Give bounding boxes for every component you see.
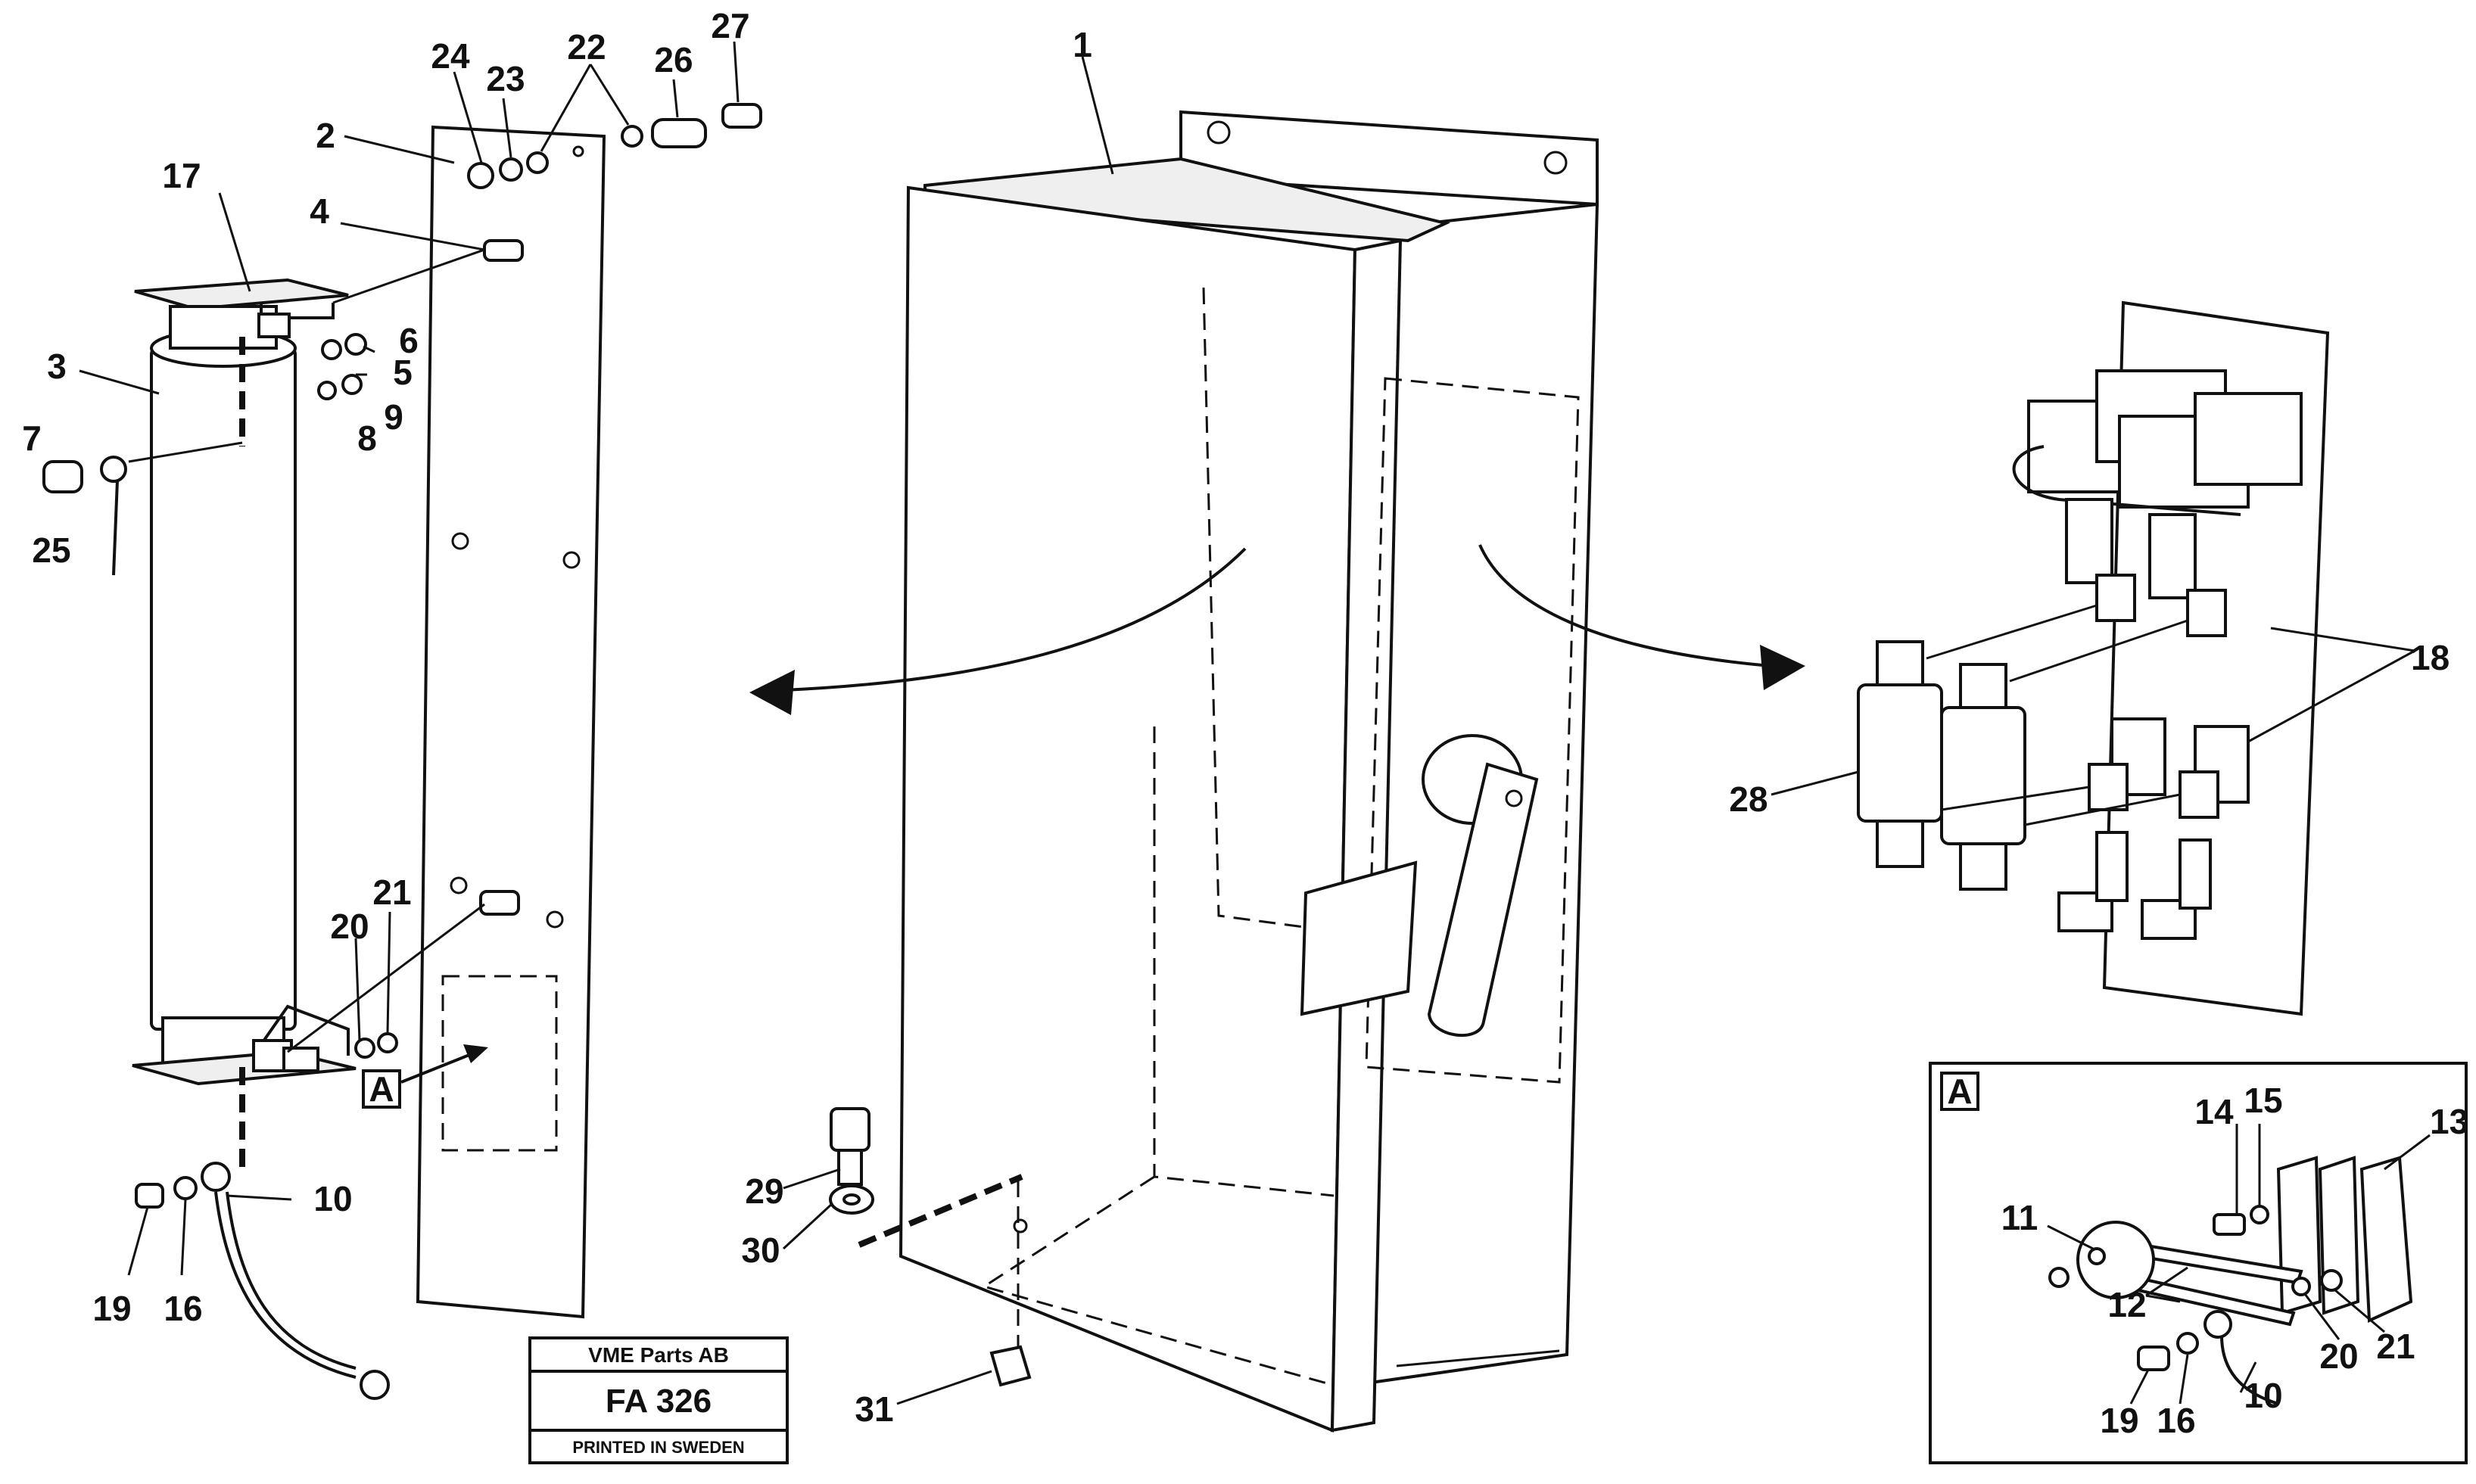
callout-24: 24	[431, 36, 470, 76]
callout-8: 8	[357, 418, 377, 458]
inset-callout-11: 11	[2001, 1198, 2038, 1237]
callout-28: 28	[1729, 779, 1767, 819]
stamp-code: FA 326	[606, 1383, 712, 1420]
callout-2: 2	[316, 116, 335, 155]
switch-cabinet	[829, 110, 1599, 1433]
stamp-printed: PRINTED IN SWEDEN	[572, 1438, 744, 1457]
callout-16: 16	[164, 1289, 202, 1328]
callout-3: 3	[47, 347, 67, 386]
callout-10: 10	[313, 1179, 352, 1218]
inset-callout-20: 20	[2319, 1336, 2358, 1376]
callout-7: 7	[22, 418, 42, 458]
callout-26: 26	[654, 40, 693, 79]
inset-callout-12: 12	[2107, 1285, 2146, 1324]
callout-18: 18	[2411, 638, 2450, 677]
callout-25: 25	[32, 530, 70, 570]
callout-22: 22	[567, 27, 606, 67]
callout-4: 4	[310, 191, 329, 231]
callout-20: 20	[330, 907, 369, 946]
callout-29: 29	[745, 1171, 783, 1211]
callout-30: 30	[741, 1230, 780, 1270]
callout-9: 9	[384, 397, 403, 437]
inset-callout-labels: 13 14 15 11 12 20 21 19 16 10	[2001, 1081, 2468, 1440]
detail-marker: A	[369, 1069, 394, 1109]
callout-17: 17	[162, 156, 201, 195]
inset-callout-14: 14	[2194, 1092, 2234, 1131]
callout-19: 19	[92, 1289, 131, 1328]
inset-callout-13: 13	[2430, 1102, 2468, 1141]
callout-6: 6	[399, 321, 419, 360]
callout-23: 23	[486, 59, 525, 98]
inset-callout-15: 15	[2244, 1081, 2282, 1120]
stamp-company: VME Parts AB	[588, 1343, 729, 1367]
callout-21: 21	[372, 873, 411, 912]
callout-27: 27	[711, 6, 749, 45]
callout-31: 31	[855, 1389, 893, 1429]
callout-1: 1	[1073, 25, 1092, 64]
exploded-arrows	[749, 544, 1805, 715]
inset-callout-10: 10	[2244, 1376, 2282, 1415]
publisher-stamp: VME Parts AB FA 326 PRINTED IN SWEDEN	[528, 1336, 789, 1464]
cylinder-component	[132, 278, 357, 1169]
inset-callout-21: 21	[2376, 1327, 2415, 1366]
detail-a-inset: A	[1929, 1062, 2468, 1464]
mounting-plate	[42, 103, 762, 1400]
leader-lines	[79, 41, 2415, 1405]
callout-5: 5	[393, 353, 413, 392]
callout-labels: 1 2 3 4 5 6 7 8 9 10 16 17 18 19 20 21 2…	[22, 6, 2450, 1429]
inset-marker: A	[1947, 1072, 1972, 1111]
inset-callout-19: 19	[2100, 1401, 2138, 1440]
fuse-block-assembly	[1857, 300, 2330, 1016]
inset-callout-16: 16	[2157, 1401, 2195, 1440]
